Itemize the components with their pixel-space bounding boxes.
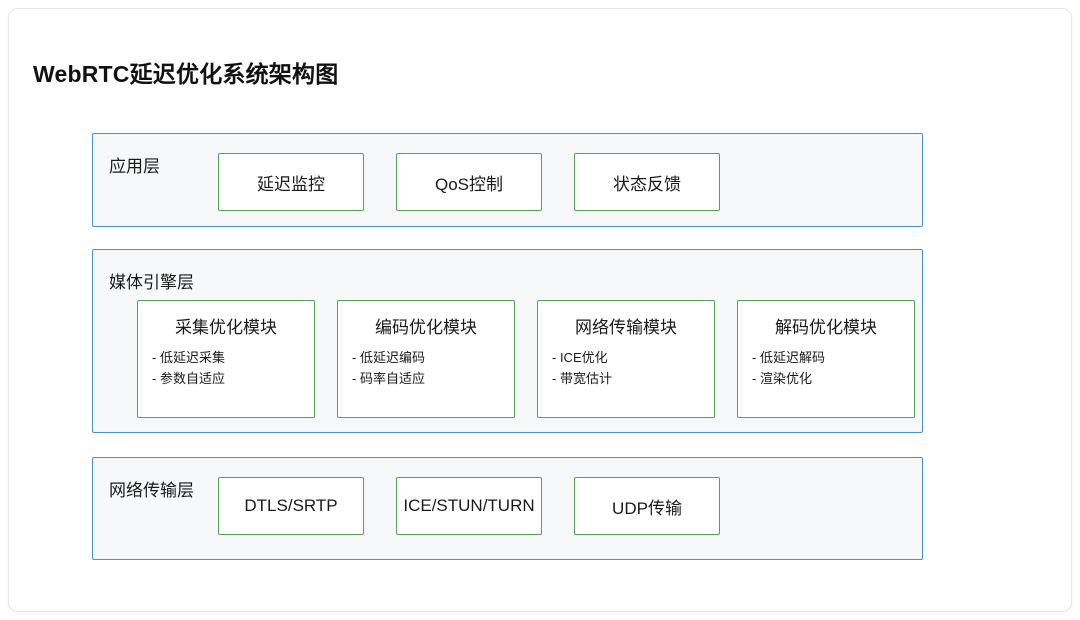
layer-label-network-transport: 网络传输层 [109,481,194,500]
module-item: - 带宽估计 [552,371,612,386]
layer-label-media-engine: 媒体引擎层 [109,273,194,292]
layer-network-transport: 网络传输层 DTLS/SRTP ICE/STUN/TURN UDP传输 [92,457,923,560]
box-udp-transport[interactable]: UDP传输 [574,477,720,535]
layer-application: 应用层 延迟监控 QoS控制 状态反馈 [92,133,923,227]
network-box-row: DTLS/SRTP ICE/STUN/TURN UDP传输 [218,477,720,535]
module-title: 解码优化模块 [775,318,877,337]
module-item: - 渲染优化 [752,371,812,386]
application-box-row: 延迟监控 QoS控制 状态反馈 [218,153,720,211]
box-dtls-srtp[interactable]: DTLS/SRTP [218,477,364,535]
box-label: 延迟监控 [257,174,325,194]
module-item: - 低延迟编码 [352,350,425,365]
module-network-transport[interactable]: 网络传输模块 - ICE优化 - 带宽估计 [537,300,715,418]
module-item: - ICE优化 [552,350,608,365]
module-encoding-optimization[interactable]: 编码优化模块 - 低延迟编码 - 码率自适应 [337,300,515,418]
box-qos-control[interactable]: QoS控制 [396,153,542,211]
module-decoding-optimization[interactable]: 解码优化模块 - 低延迟解码 - 渲染优化 [737,300,915,418]
module-title: 网络传输模块 [575,318,677,337]
module-title: 编码优化模块 [375,318,477,337]
box-label: UDP传输 [612,498,682,518]
layer-label-application: 应用层 [109,157,160,176]
box-label: QoS控制 [434,174,504,194]
module-title: 采集优化模块 [175,318,277,337]
box-ice-stun-turn[interactable]: ICE/STUN/TURN [396,477,542,535]
page-title: WebRTC延迟优化系统架构图 [33,61,339,87]
module-item: - 低延迟解码 [752,350,825,365]
diagram-card: WebRTC延迟优化系统架构图 应用层 延迟监控 QoS控制 状态反馈 媒体引擎… [8,8,1072,612]
box-label: DTLS/SRTP [244,496,338,515]
box-latency-monitor[interactable]: 延迟监控 [218,153,364,211]
module-item: - 参数自适应 [152,371,225,386]
module-item: - 码率自适应 [352,371,425,386]
box-status-feedback[interactable]: 状态反馈 [574,153,720,211]
media-module-row: 采集优化模块 - 低延迟采集 - 参数自适应 编码优化模块 - 低延迟编码 - … [137,300,915,418]
module-item: - 低延迟采集 [152,350,225,365]
layer-media-engine: 媒体引擎层 采集优化模块 - 低延迟采集 - 参数自适应 编码优化模块 - 低延… [92,249,923,433]
box-label: ICE/STUN/TURN [403,496,535,515]
box-label: 状态反馈 [613,174,681,194]
module-capture-optimization[interactable]: 采集优化模块 - 低延迟采集 - 参数自适应 [137,300,315,418]
